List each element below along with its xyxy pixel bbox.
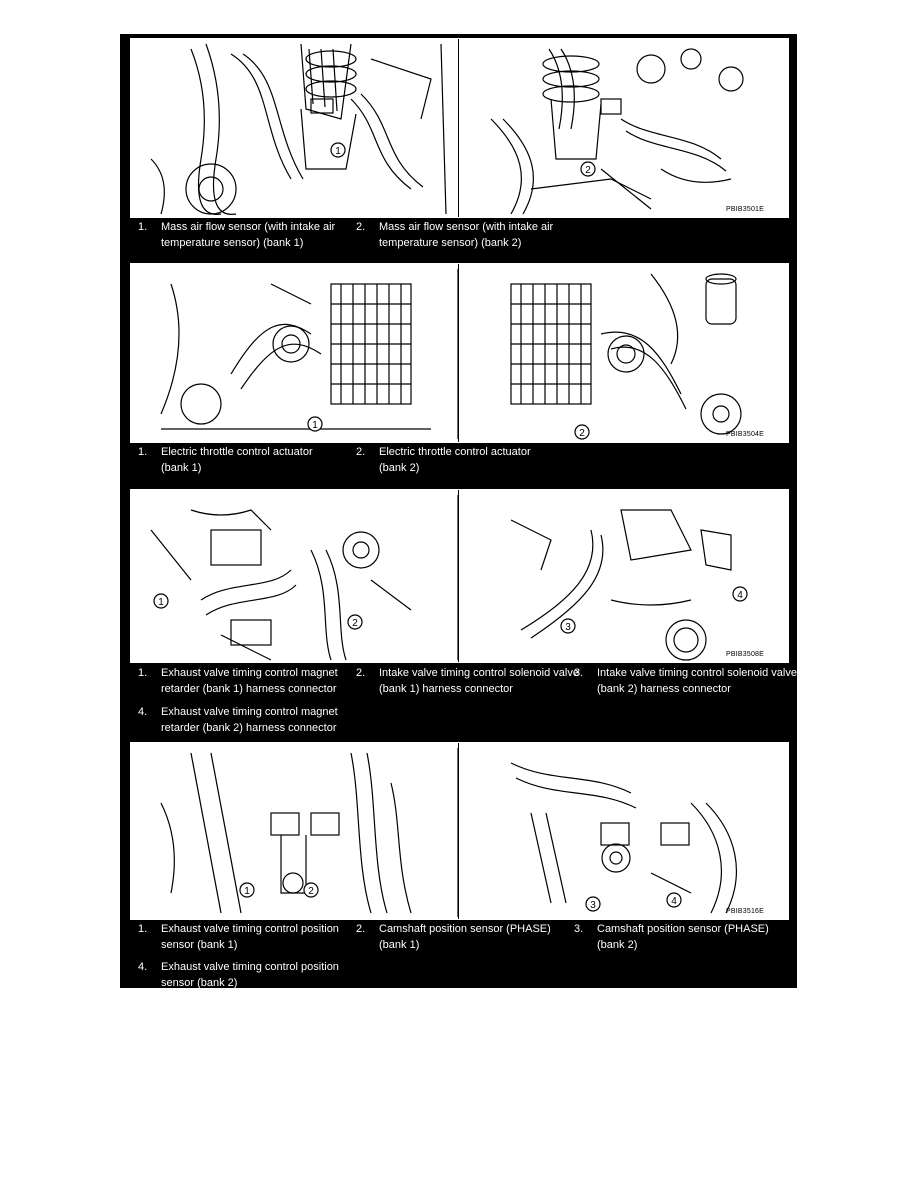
figure-code: PBIB3501E	[726, 206, 764, 213]
section-valve-timing-connectors: 1 2 3 4 PBIB3508E 1. Exhaust val	[120, 485, 797, 740]
document-sheet: 1 2 PBIB3501E 1. Mass air flow sensor (w…	[120, 34, 797, 989]
engine-illustration: 1 2 3 4	[160, 748, 737, 917]
svg-text:4: 4	[737, 590, 743, 601]
section-position-sensors: 1 2 3 4 PBIB3516E 1. Exhaust val	[120, 740, 797, 989]
svg-text:2: 2	[352, 618, 358, 629]
figure-divider	[458, 39, 459, 217]
engine-illustration: 1 2	[150, 43, 744, 215]
figure-position-sensors: 1 2 3 4 PBIB3516E	[130, 742, 789, 920]
figure-code: PBIB3508E	[726, 651, 764, 658]
callout-1: 1	[153, 593, 169, 609]
engine-illustration: 1 2 3 4	[150, 495, 748, 661]
callout-2: 2	[574, 424, 590, 440]
figure-divider	[458, 743, 459, 919]
svg-text:2: 2	[308, 886, 314, 897]
figure-valve-timing-connectors: 1 2 3 4 PBIB3508E	[130, 489, 789, 663]
section-throttle-actuator: 1 2 PBIB3504E 1. Electric throttle contr…	[120, 259, 797, 485]
callout-1: 1	[307, 416, 323, 432]
svg-text:4: 4	[671, 896, 677, 907]
figure-divider	[458, 490, 459, 662]
svg-text:1: 1	[335, 146, 341, 157]
figure-mass-air-flow: 1 2 PBIB3501E	[130, 38, 789, 218]
callout-2: 2	[347, 614, 363, 630]
callout-2: 2	[580, 161, 596, 177]
svg-text:1: 1	[312, 420, 318, 431]
callout-3: 3	[560, 618, 576, 634]
figure-divider	[458, 264, 459, 442]
callout-4: 4	[666, 892, 682, 908]
svg-text:1: 1	[244, 886, 250, 897]
svg-text:2: 2	[585, 165, 591, 176]
figure-code: PBIB3516E	[726, 908, 764, 915]
figure-throttle-actuator: 1 2 PBIB3504E	[130, 263, 789, 443]
section-mass-air-flow: 1 2 PBIB3501E 1. Mass air flow sensor (w…	[120, 34, 797, 259]
callout-4: 4	[732, 586, 748, 602]
callout-1: 1	[239, 882, 255, 898]
callout-3: 3	[585, 896, 601, 912]
svg-text:3: 3	[565, 622, 571, 633]
svg-text:2: 2	[579, 428, 585, 439]
callout-1: 1	[330, 142, 346, 158]
svg-text:1: 1	[158, 597, 164, 608]
engine-illustration: 1 2	[160, 269, 742, 440]
svg-text:3: 3	[590, 900, 596, 911]
callout-2: 2	[303, 882, 319, 898]
figure-code: PBIB3504E	[726, 431, 764, 438]
